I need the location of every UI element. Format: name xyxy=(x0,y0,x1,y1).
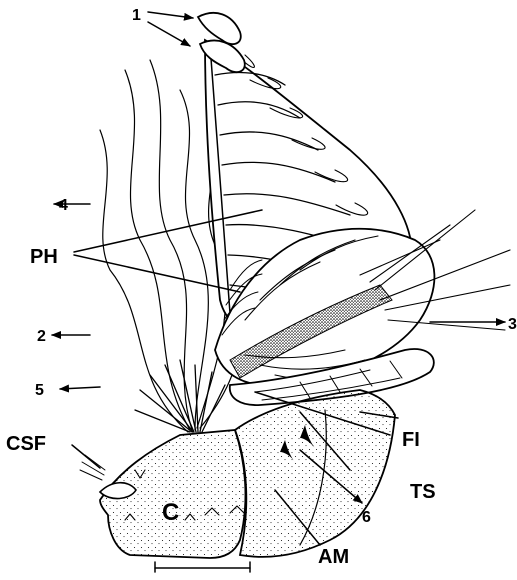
coxa xyxy=(80,430,245,558)
label-3: 3 xyxy=(508,316,517,333)
label-fi: FI xyxy=(402,429,420,451)
label-2: 2 xyxy=(37,328,46,345)
label-4: 4 xyxy=(59,197,68,214)
basal-segment xyxy=(235,390,395,557)
label-1: 1 xyxy=(132,7,141,24)
label-csf: CSF xyxy=(6,433,46,455)
scale-bar xyxy=(155,562,250,572)
label-c: C xyxy=(162,499,179,526)
label-ts: TS xyxy=(410,481,436,503)
label-ph: PH xyxy=(30,246,58,268)
label-6: 6 xyxy=(362,509,371,526)
label-am: AM xyxy=(318,546,349,568)
label-5: 5 xyxy=(35,382,44,399)
